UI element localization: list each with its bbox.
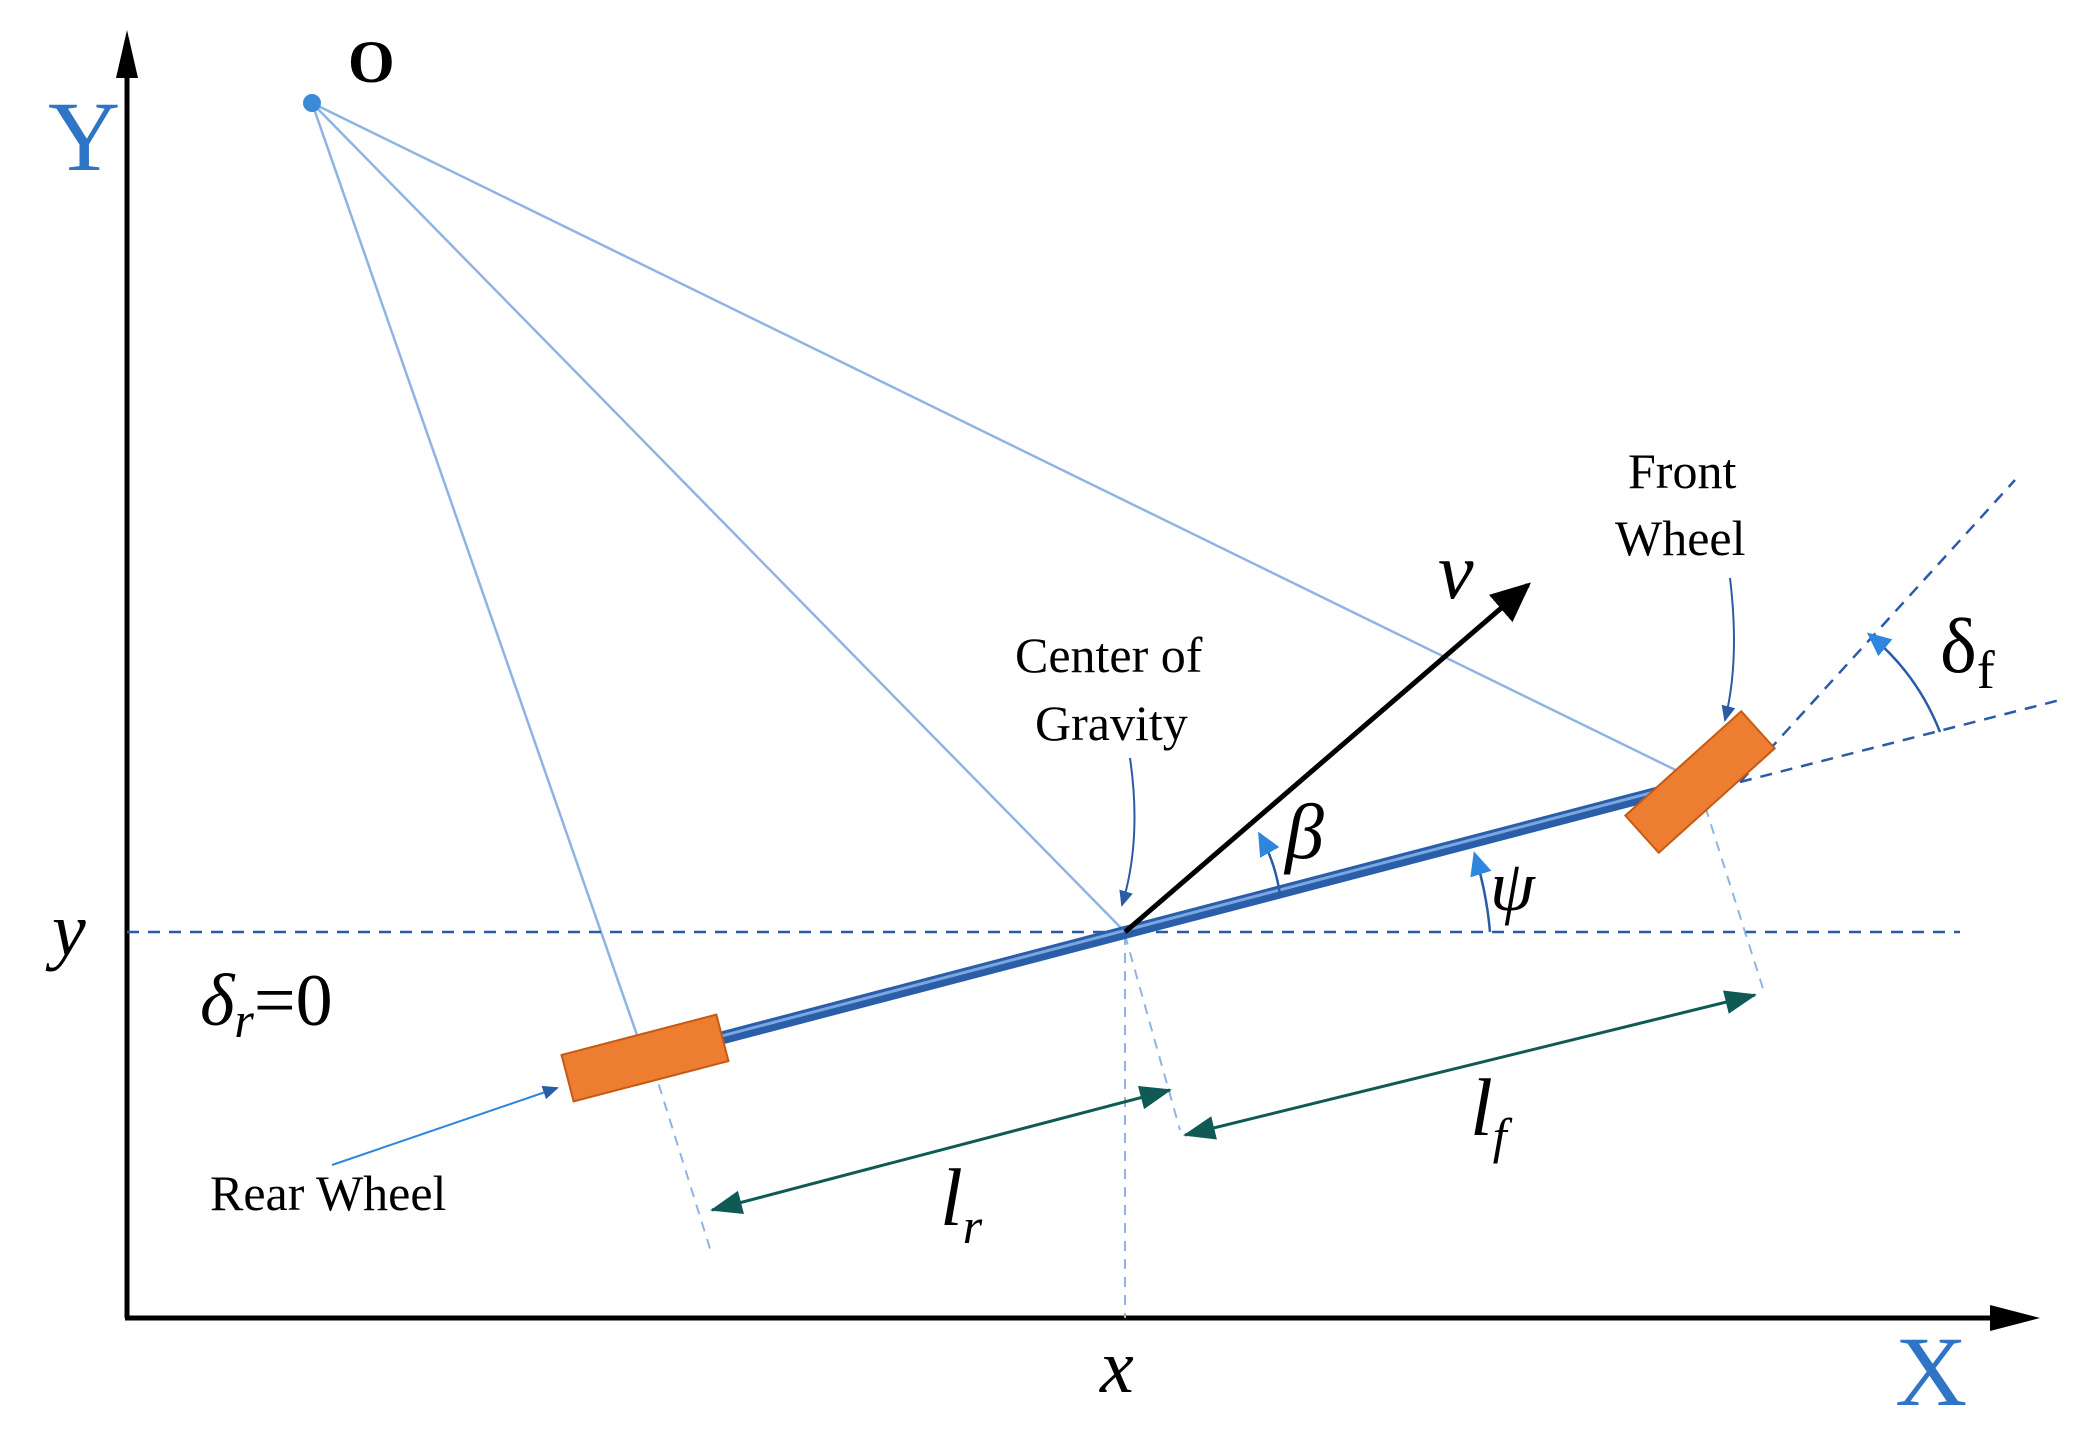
delta-f-label: δf [1940, 602, 1995, 700]
velocity-vector [1123, 582, 1532, 934]
rear-wheel [560, 1013, 730, 1103]
beta-angle-arc [1258, 831, 1282, 896]
y-axis-arrowhead [116, 30, 138, 78]
front-wheel-leader [1721, 577, 1736, 722]
delta-r-label: δr=0 [200, 960, 333, 1048]
cog-label-line2: Gravity [1035, 695, 1188, 751]
front-length-dimension [1183, 990, 1757, 1140]
cog-label-line1: Center of [1015, 627, 1203, 683]
rear-wheel-leader [331, 1085, 559, 1166]
vehicle-chassis [638, 775, 1707, 1065]
instantaneous-center-point [303, 94, 321, 112]
velocity-label: v [1438, 528, 1474, 616]
rear-length-dimension [710, 1085, 1172, 1215]
delta-f-angle-arc [1866, 632, 1942, 733]
axis-x-label: X [1895, 1316, 1967, 1427]
psi-angle-arc [1470, 851, 1492, 933]
lf-label: lf [1470, 1062, 1513, 1164]
x-axis-arrowhead [1990, 1305, 2040, 1331]
front-wheel [1623, 709, 1777, 855]
instantaneous-center-lines [310, 101, 1701, 1059]
axis-y-label: Y [48, 81, 120, 192]
cog-leader [1119, 757, 1136, 907]
vehicle-chassis-highlight [644, 778, 1701, 1058]
rear-wheel-label: Rear Wheel [210, 1165, 446, 1221]
front-wheel-label-line1: Front [1628, 443, 1736, 499]
reference-dashed-lines [127, 479, 2061, 934]
beta-label: β [1283, 788, 1324, 875]
projection-dashed-lines [647, 789, 1766, 1318]
coord-x-label: x [1099, 1325, 1134, 1409]
psi-label: ψ [1490, 846, 1536, 926]
lr-label: lr [940, 1152, 983, 1254]
origin-label: O [348, 29, 395, 95]
coord-y-label: y [45, 888, 86, 972]
front-wheel-label-line2: Wheel [1615, 510, 1745, 566]
